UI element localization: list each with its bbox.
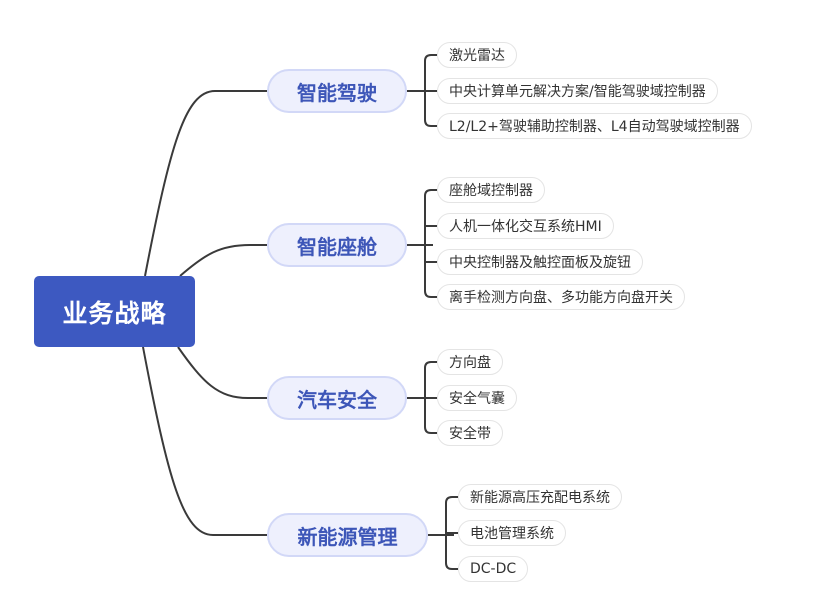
leaf-node[interactable]: 中央控制器及触控面板及旋钮	[437, 249, 643, 275]
root-topic-link	[177, 346, 267, 399]
topic-node[interactable]: 新能源管理	[267, 513, 428, 557]
topic-node[interactable]: 智能驾驶	[267, 69, 407, 113]
leaf-node[interactable]: 新能源高压充配电系统	[458, 484, 622, 510]
root-node[interactable]: 业务战略	[34, 276, 195, 347]
bracket-link	[424, 189, 437, 298]
leaf-node[interactable]: DC-DC	[458, 556, 529, 582]
root-topic-link	[142, 346, 267, 536]
topic-node[interactable]: 汽车安全	[267, 376, 407, 420]
topic-node[interactable]: 智能座舱	[267, 223, 407, 267]
leaf-node[interactable]: 安全带	[437, 420, 503, 446]
leaf-node[interactable]: 激光雷达	[437, 42, 517, 68]
leaf-node[interactable]: 方向盘	[437, 349, 503, 375]
leaf-node[interactable]: L2/L2+驾驶辅助控制器、L4自动驾驶域控制器	[437, 113, 752, 139]
leaf-node[interactable]: 电池管理系统	[458, 520, 566, 546]
leaf-node[interactable]: 人机一体化交互系统HMI	[437, 213, 614, 239]
leaf-node[interactable]: 离手检测方向盘、多功能方向盘开关	[437, 284, 685, 310]
root-topic-link	[179, 244, 267, 277]
leaf-node[interactable]: 安全气囊	[437, 385, 517, 411]
leaf-node[interactable]: 中央计算单元解决方案/智能驾驶域控制器	[437, 78, 718, 104]
root-topic-link	[144, 90, 267, 277]
leaf-node[interactable]: 座舱域控制器	[437, 177, 545, 203]
